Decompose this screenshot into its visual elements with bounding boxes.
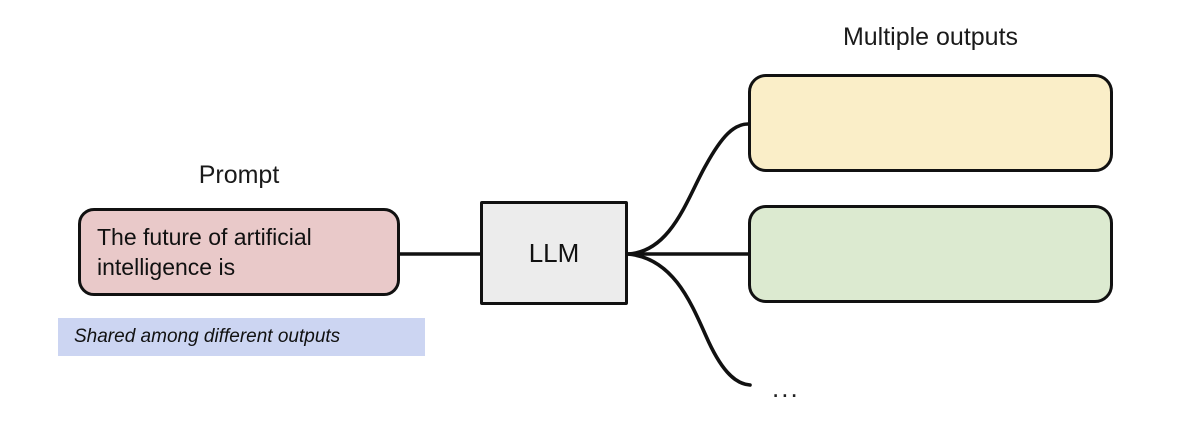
output-box-2 (748, 205, 1113, 303)
shared-note-band: Shared among different outputs (58, 318, 425, 356)
prompt-label: Prompt (198, 161, 280, 189)
outputs-label: Multiple outputs (842, 23, 1019, 51)
output-box-1 (748, 74, 1113, 172)
edge-llm-to-more (626, 252, 752, 387)
llm-label: LLM (528, 237, 580, 268)
llm-box: LLM (480, 201, 628, 305)
prompt-box: The future of artificial intelligence is (78, 208, 400, 296)
more-outputs-ellipsis: ... (772, 373, 800, 403)
prompt-text: The future of artificial intelligence is (97, 224, 312, 280)
shared-note-text: Shared among different outputs (74, 326, 341, 347)
edge-llm-to-output-1 (626, 122, 750, 256)
